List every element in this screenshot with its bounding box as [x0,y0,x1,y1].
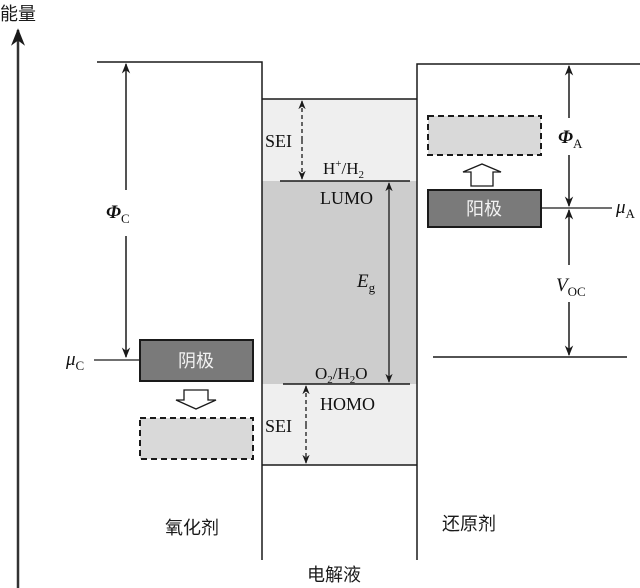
anode-box-label: 阳极 [466,199,502,220]
cathode-work-function-label: ΦC [106,202,130,226]
lumo-label: LUMO [320,188,373,208]
sei-bottom-region [262,384,417,465]
anode-shifted-box [427,115,542,156]
oxidizer-label: 氧化剂 [165,518,219,539]
sei-top-region [262,99,417,181]
anode-work-function-label: ΦA [558,127,583,151]
sei-top-label: SEI [265,131,292,151]
o-couple-label: O2/H2O [315,364,368,386]
anode-box [427,189,542,228]
cathode-box [139,339,254,382]
cathode-potential-label: μC [65,349,84,373]
cathode-fermi-outline [97,61,263,560]
electrolyte-label: 电解液 [307,565,361,586]
reductant-label: 还原剂 [442,514,496,535]
energy-axis-label: 能量 [0,4,36,25]
sei-bottom-label: SEI [265,416,292,436]
anode-shift-arrow-icon [462,163,502,187]
cathode-box-label: 阴极 [178,351,214,372]
band-gap-region [262,181,417,384]
anode-potential-label: μA [615,197,636,221]
band-gap-label: Eg [356,271,376,295]
voltage-label: VOC [556,275,586,299]
anode-outline [416,63,640,560]
homo-label: HOMO [320,394,375,414]
cathode-shift-arrow-icon [175,389,217,410]
h-couple-label: H+/H2 [323,158,364,181]
cathode-shifted-box [139,417,254,460]
